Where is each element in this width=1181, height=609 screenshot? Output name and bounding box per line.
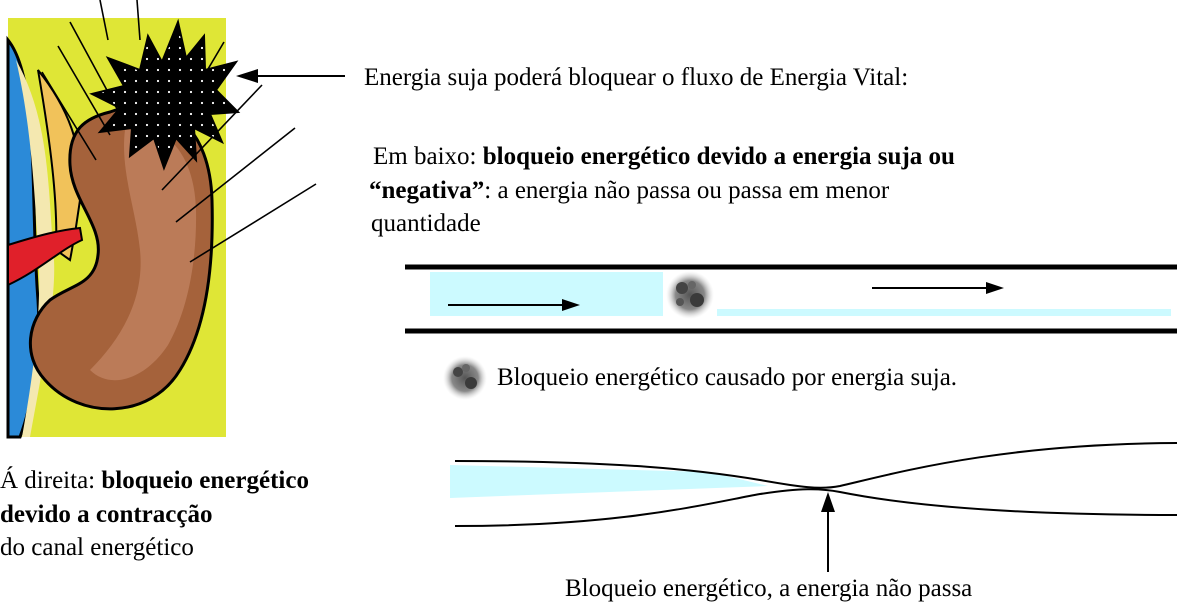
energy-flow-fill [430,272,663,316]
top-label: Energia suja poderá bloquear o fluxo de … [364,64,909,91]
right-section-line2: devido a contracção [0,500,212,530]
below-bold-2: “negativa” [369,177,485,204]
dirty-energy-burst-icon [89,18,241,171]
below-section-line1: Em baixo: bloqueio energético devido a e… [373,142,955,172]
legend-text: Bloqueio energético causado por energia … [497,364,958,391]
below-rest-1: : a energia não passa ou passa em menor [484,177,890,204]
energy-trickle-fill [717,309,1171,316]
dirt-blot-icon [666,271,714,319]
flow-arrow-left [448,299,580,311]
flow-arrow-right [872,282,1004,294]
right-section-line3: do canal energético [0,534,194,561]
pointer-arrow [236,69,345,83]
constriction-arrow [821,492,835,572]
right-section-line1: Á direita: bloqueio energético [0,466,309,496]
energy-fill-contracted [450,465,768,498]
below-bold-1: bloqueio energético devido a energia suj… [482,143,955,170]
right-bold-2: devido a contracção [0,501,213,528]
contracted-channel-diagram [450,442,1178,572]
bottom-label: Bloqueio energético, a energia não passa [565,575,973,602]
below-intro: Em baixo: [373,143,483,170]
red-vessel [7,226,84,287]
below-section-line3: quantidade [371,210,481,237]
below-section-line2: “negativa”: a energia não passa ou passa… [369,176,889,206]
channel-bottom-curve [454,488,1178,527]
channel-top-curve [454,442,1178,489]
kidney-illustration [0,0,317,439]
blocked-pipe-diagram [405,264,1177,334]
right-intro: Á direita: [0,467,102,494]
legend-blot-icon [443,356,487,400]
right-bold-1: bloqueio energético [101,467,309,494]
